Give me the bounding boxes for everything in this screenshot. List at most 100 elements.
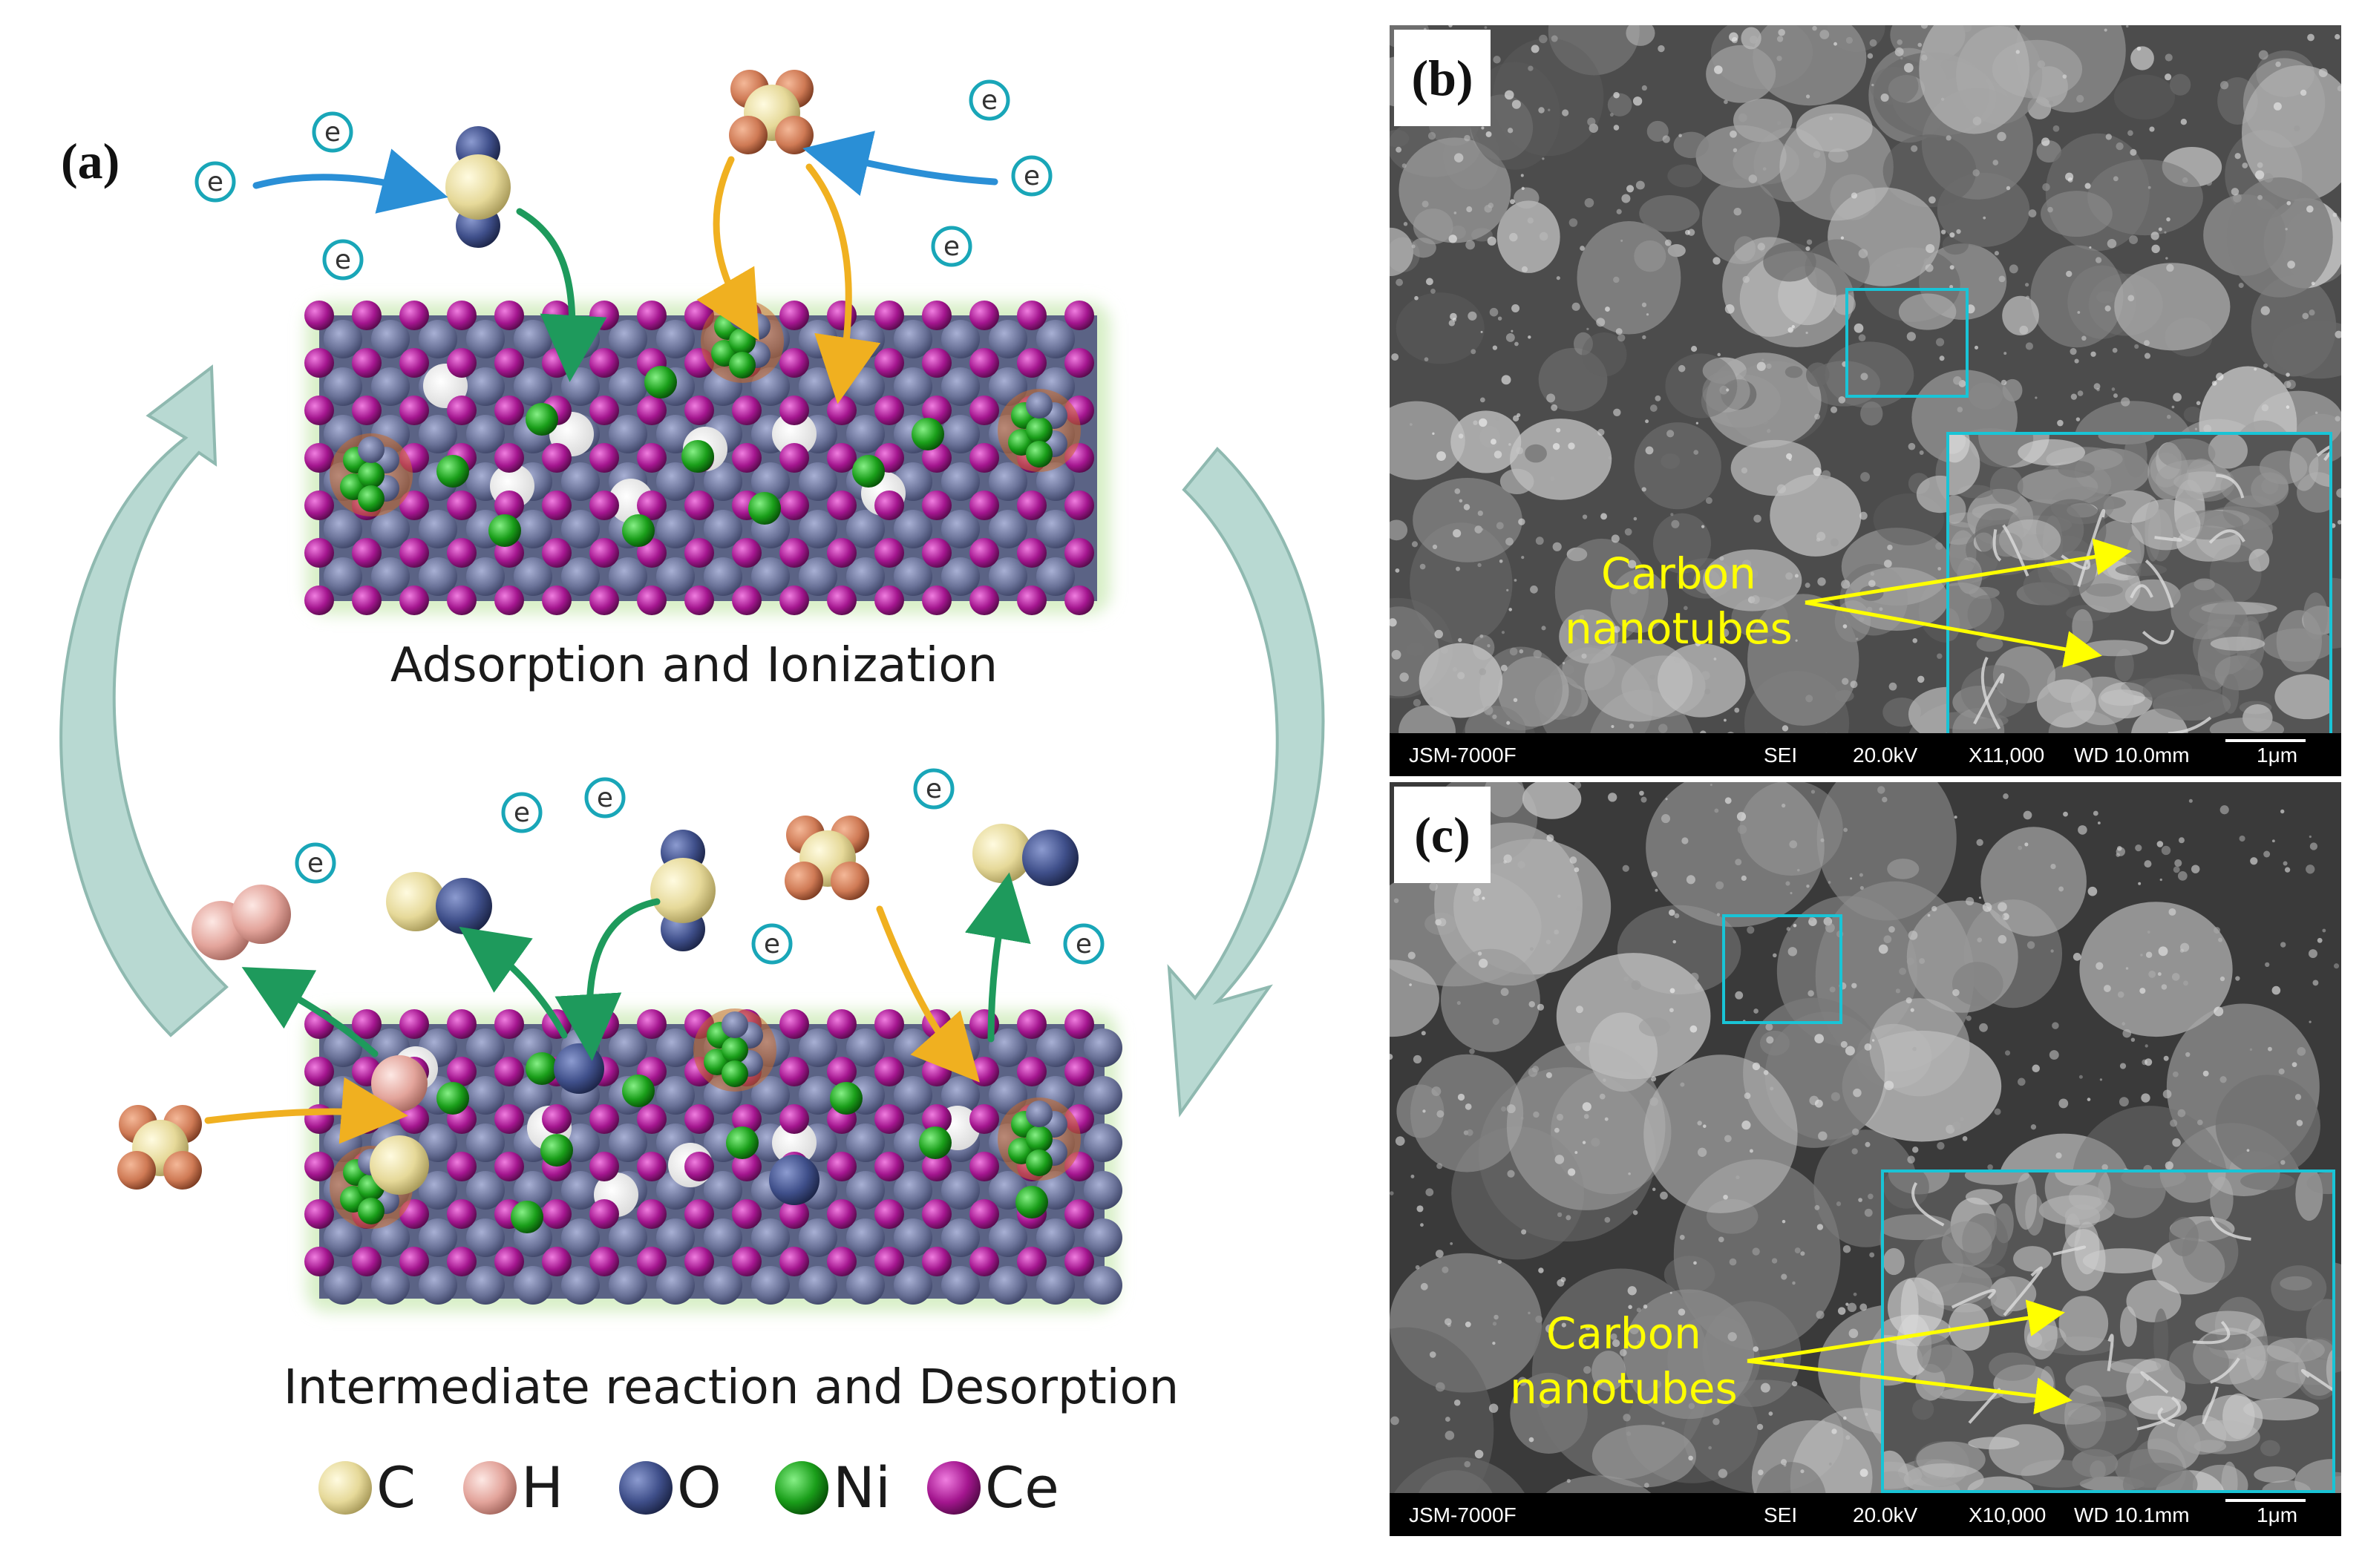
lattice-atom xyxy=(371,367,410,406)
inset-texture xyxy=(1884,1172,2332,1490)
inset-particle xyxy=(2081,640,2148,657)
nanotube-strand xyxy=(2202,1386,2219,1425)
sem-grain xyxy=(2070,393,2078,400)
legend-item-c: C xyxy=(318,1454,416,1521)
sem-grain xyxy=(1499,559,1503,563)
instrument-name: JSM-7000F xyxy=(1409,744,1517,767)
sem-grain xyxy=(1840,1040,1848,1048)
sem-grain xyxy=(1687,229,1695,236)
lattice-atom xyxy=(419,557,457,596)
sem-grain xyxy=(1997,131,2006,142)
inset-particle xyxy=(1912,1398,1934,1420)
sem-grain xyxy=(2134,344,2139,349)
sem-grain xyxy=(1727,1332,1737,1342)
ce-atom xyxy=(589,443,619,473)
sem-grain xyxy=(1707,575,1712,581)
sem-grain xyxy=(1390,618,1397,627)
sem-grain xyxy=(1444,1318,1452,1325)
sem-grain xyxy=(1813,151,1821,159)
sem-grain xyxy=(1888,583,1895,589)
sem-grain xyxy=(1689,1025,1698,1033)
ce-atom xyxy=(732,538,762,568)
sem-grain xyxy=(1718,1469,1728,1478)
sem-grain xyxy=(1610,1333,1617,1340)
sem-grain xyxy=(1586,327,1589,331)
sem-grain xyxy=(2172,1138,2181,1147)
sem-grain xyxy=(1613,92,1620,99)
sem-grain xyxy=(2306,865,2315,874)
ce-atom xyxy=(542,348,572,378)
sem-grain xyxy=(1979,1023,1988,1032)
ni-cluster-atom xyxy=(358,462,385,488)
sem-grain xyxy=(1724,718,1727,722)
sem-grain xyxy=(2309,1020,2312,1023)
sem-particle xyxy=(1483,782,1525,818)
ce-atom xyxy=(1017,1057,1047,1086)
lattice-atom xyxy=(514,1171,552,1210)
sem-grain xyxy=(1420,1282,1428,1290)
sem-grain xyxy=(1481,528,1484,531)
sem-grain xyxy=(1579,614,1585,620)
sem-grain xyxy=(1982,902,1992,912)
sem-particle xyxy=(1390,401,1465,480)
sem-grain xyxy=(2286,405,2290,409)
sem-grain xyxy=(1787,327,1793,333)
lattice-atom xyxy=(466,415,505,453)
adsorption-arrow xyxy=(876,905,980,1083)
sem-grain xyxy=(1416,1205,1424,1213)
sem-grain xyxy=(2336,488,2341,498)
sem-grain xyxy=(1623,976,1629,982)
sem-grain xyxy=(2211,381,2217,386)
nanotube-strand xyxy=(2216,473,2245,499)
nanotube-strand xyxy=(2142,629,2175,645)
ce-atom xyxy=(447,301,477,330)
sem-grain xyxy=(2023,810,2032,820)
ce-atom xyxy=(399,301,429,330)
lattice-atom xyxy=(609,1266,647,1305)
sem-grain xyxy=(1998,935,2007,944)
ce-atom xyxy=(447,1009,477,1039)
sem-grain xyxy=(1545,1324,1554,1334)
sem-grain xyxy=(1597,428,1605,436)
sem-particle xyxy=(1638,1017,1670,1037)
sem-grain xyxy=(2144,352,2151,359)
sem-grain xyxy=(2087,1098,2091,1101)
ce-atom xyxy=(1017,301,1047,330)
sem-grain xyxy=(1962,25,1972,33)
lattice-atom xyxy=(1084,1266,1122,1305)
sem-grain xyxy=(1456,566,1460,571)
electron: e xyxy=(501,792,543,833)
sem-grain xyxy=(1737,824,1747,834)
ce-atom xyxy=(922,538,952,568)
sem-grain xyxy=(1786,927,1790,931)
sem-particle xyxy=(1882,134,1977,208)
legend-label: Ce xyxy=(985,1454,1059,1521)
sem-grain xyxy=(1871,1039,1875,1042)
sem-grain xyxy=(2166,414,2171,419)
sem-grain xyxy=(1641,85,1647,91)
lattice-atom xyxy=(989,1218,1027,1257)
sem-grain xyxy=(1497,316,1502,321)
sem-grain xyxy=(1748,174,1758,183)
nanotube-strand xyxy=(2210,1216,2251,1241)
sem-grain xyxy=(2158,227,2162,232)
inset-particle xyxy=(2195,1311,2261,1336)
ce-atom xyxy=(542,1104,572,1134)
sem-grain xyxy=(1617,334,1626,342)
lattice-atom xyxy=(1036,1029,1075,1067)
ce-atom xyxy=(399,585,429,615)
lattice-atom xyxy=(561,1171,600,1210)
sem-grain xyxy=(1671,519,1680,528)
ni-cluster-atom xyxy=(1026,1100,1053,1127)
sem-grain xyxy=(2017,1077,2026,1086)
magnification: X10,000 xyxy=(1969,1503,2047,1526)
legend-item-o: O xyxy=(619,1454,722,1521)
ce-atom xyxy=(827,443,857,473)
sem-grain xyxy=(1528,1068,1538,1077)
sem-grain xyxy=(1877,786,1885,794)
sem-particle xyxy=(1833,293,1856,315)
sem-image-c: Carbon nanotubes (c) JSM-7000F SEI 20.0k… xyxy=(1390,782,2341,1536)
lattice-atom xyxy=(846,1029,885,1067)
adsorption-arrow xyxy=(805,163,881,404)
